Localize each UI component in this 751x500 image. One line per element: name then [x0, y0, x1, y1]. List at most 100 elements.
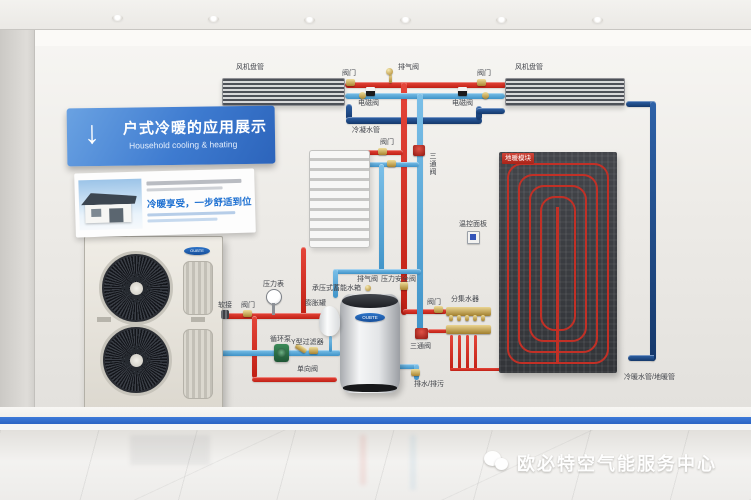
- three-way-valve-icon: [413, 145, 425, 156]
- circulation-pump-icon: [274, 344, 289, 362]
- watermark-text: 欧必特空气能服务中心: [517, 454, 717, 474]
- manifold-stub: [465, 315, 469, 321]
- vent-stem: [389, 74, 392, 83]
- label-air-vent: 排气阀: [398, 64, 419, 71]
- house-window: [91, 208, 102, 218]
- radiator: [309, 150, 370, 248]
- manifold-supply-pipe: [403, 309, 447, 314]
- floor-loop-pipe: [450, 368, 546, 371]
- downlight-icon: [112, 15, 123, 21]
- poster-fineprint: [147, 211, 236, 217]
- label-valve: 阀门: [241, 302, 255, 309]
- label-safety-valve: 压力安全阀: [381, 276, 416, 283]
- manifold-lower-bar: [446, 325, 491, 334]
- label-plate: [97, 317, 111, 322]
- wechat-icon: [484, 451, 510, 475]
- house-roof: [81, 192, 137, 206]
- tank-brand-logo: OUBTE: [355, 313, 385, 322]
- hot-supply-pipe: [345, 82, 507, 88]
- tank-top-pipe: [333, 269, 421, 274]
- label-solenoid: 电磁阀: [452, 100, 473, 107]
- platform-blue-stripe: [0, 417, 751, 424]
- cool-return-pipe: [345, 93, 505, 99]
- manifold-stub: [457, 315, 461, 321]
- floor-loop-pipe: [450, 335, 453, 371]
- label-valve: 阀门: [427, 299, 441, 306]
- floor-module-tag: 地暖模块: [502, 153, 534, 164]
- downlight-icon: [496, 17, 507, 23]
- house-door: [109, 208, 124, 223]
- label-condensate: 冷凝水管: [352, 127, 380, 134]
- air-vent-icon: [386, 68, 393, 75]
- right-riser-pipe: [650, 101, 656, 361]
- floor-loop-pipe: [474, 335, 477, 371]
- downlight-icon: [208, 16, 219, 22]
- tank-inlet-pipe: [333, 269, 338, 298]
- side-wall: [0, 30, 35, 407]
- unit-hot-pipe: [218, 313, 338, 319]
- label-air-vent: 排气阀: [357, 276, 378, 283]
- label-pressure-gauge: 压力表: [263, 281, 284, 288]
- unit-brand-logo: OUBTE: [184, 247, 210, 255]
- poster-headline: 冷暖享受，一步舒适到位: [146, 196, 252, 211]
- poster: 冷暖享受，一步舒适到位: [74, 168, 256, 238]
- right-riser-pipe: [626, 101, 654, 107]
- down-arrow-icon: ↓: [83, 113, 101, 151]
- manifold-stub: [481, 315, 485, 321]
- fan-grille-icon: [100, 324, 172, 396]
- valve-icon: [359, 92, 366, 99]
- poster-fineprint: [146, 178, 242, 186]
- drain-pipe: [397, 364, 419, 369]
- fan-coil-unit-right: [505, 78, 625, 106]
- floor-coil: [556, 207, 559, 364]
- flex-joint-icon: [221, 310, 229, 319]
- label-valve: 阀门: [342, 70, 356, 77]
- downlight-icon: [400, 17, 411, 23]
- label-plate: [191, 317, 205, 322]
- cool-riser-pipe: [417, 93, 423, 333]
- sign-subtitle: Household cooling & heating: [129, 139, 238, 151]
- label-three-way: 三通阀: [410, 343, 431, 350]
- watermark: 欧必特空气能服务中心: [484, 450, 717, 476]
- downlight-icon: [592, 17, 603, 23]
- label-thermostat: 温控面板: [459, 221, 487, 228]
- manifold-link-pipe: [428, 329, 447, 333]
- condensate-pipe: [476, 108, 505, 114]
- display-platform: [0, 407, 751, 417]
- hot-riser-pipe: [401, 82, 407, 315]
- ceiling: [0, 0, 751, 30]
- manifold-stub: [473, 315, 477, 321]
- buffer-tank: OUBTE: [340, 294, 400, 393]
- label-three-way: 三通阀: [429, 152, 436, 176]
- condensate-pipe: [346, 104, 352, 120]
- label-valve: 阀门: [477, 70, 491, 77]
- poster-fineprint: [147, 217, 218, 223]
- radiator-return-pipe: [301, 247, 306, 316]
- expansion-tank: [319, 306, 340, 336]
- valve-icon: [411, 369, 420, 376]
- expansion-stem-pipe: [329, 336, 332, 352]
- label-y-filter: Y型过滤器: [291, 339, 324, 346]
- heat-pump-outdoor-unit: OUBTE: [84, 236, 223, 415]
- floor-reflection: [410, 435, 416, 490]
- label-flex-joint: 软接: [218, 302, 232, 309]
- manifold-stub: [449, 315, 453, 321]
- gauge-stem: [272, 303, 275, 315]
- hot-bottom-pipe: [252, 377, 337, 382]
- condensate-pipe: [346, 117, 482, 124]
- fan-coil-unit-left: [222, 78, 345, 106]
- valve-icon: [346, 79, 355, 86]
- label-fan-coil-left: 风机盘管: [236, 64, 264, 71]
- tile-floor: [0, 430, 751, 500]
- air-vent-icon: [365, 285, 371, 291]
- label-fan-coil-right: 风机盘管: [515, 64, 543, 71]
- tank-top-cap: [342, 294, 398, 308]
- hot-drop-pipe: [252, 316, 257, 378]
- solenoid-valve-icon: [366, 87, 375, 96]
- poster-house-image: [78, 178, 143, 231]
- platform-edge: [0, 424, 751, 430]
- sign-board: ↓ 户式冷暖的应用展示 Household cooling & heating: [66, 105, 276, 167]
- label-expansion-tank: 膨胀罐: [305, 300, 326, 307]
- label-buffer-tank: 承压式蓄能水箱: [312, 285, 361, 292]
